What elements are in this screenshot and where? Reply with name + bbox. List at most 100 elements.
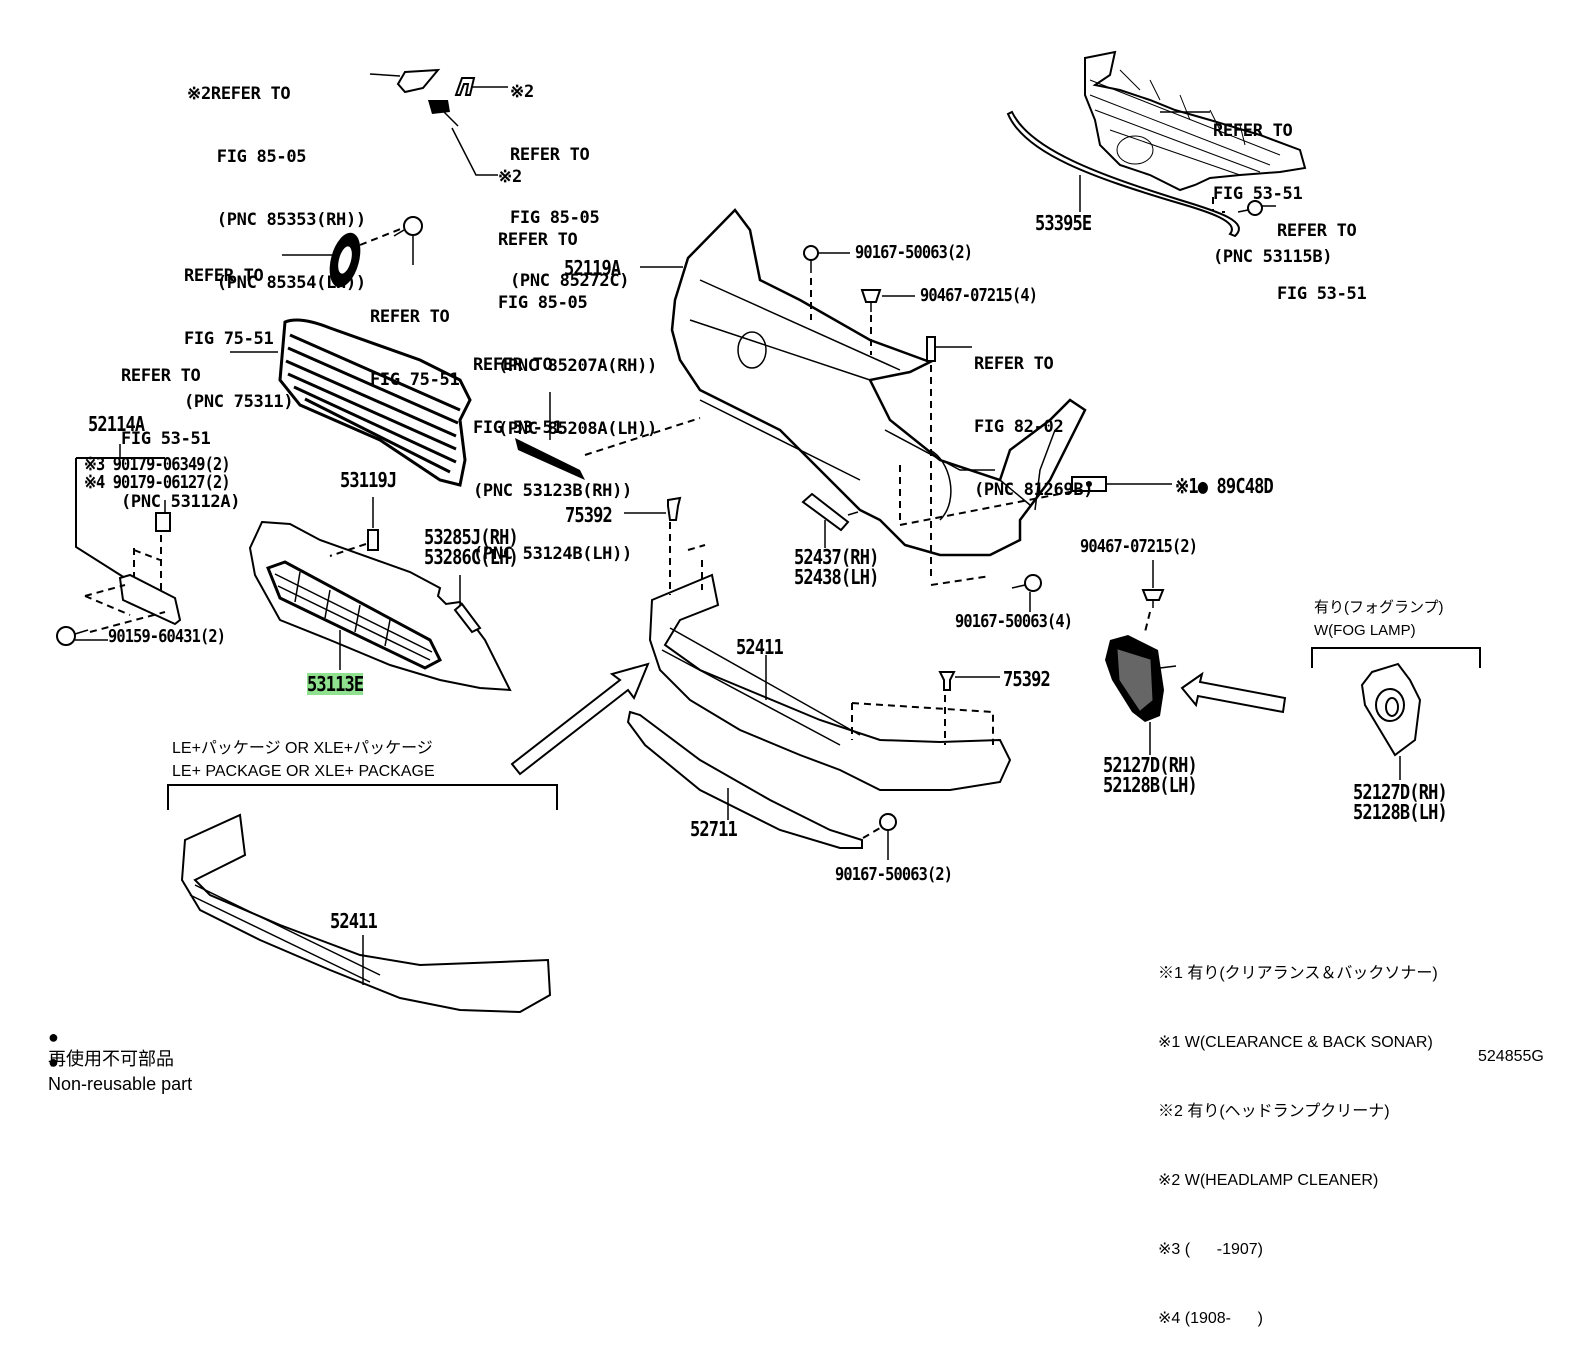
- grille-cover-piece-part[interactable]: [453, 602, 482, 634]
- ref-grille-molding: REFER TO FIG 53-51 (PNC 53123B(RH)) (PNC…: [473, 313, 632, 586]
- figure-id: 524855G: [1478, 1048, 1544, 1065]
- clip-75392-b-part[interactable]: [938, 671, 956, 691]
- bumper-cover-part[interactable]: [670, 208, 1087, 557]
- part-number-53113E-highlighted[interactable]: 53113E: [307, 672, 364, 696]
- radiator-grille-part[interactable]: [278, 318, 472, 487]
- screw-90159-part[interactable]: [56, 626, 89, 646]
- lower-spoiler-part[interactable]: [626, 710, 863, 849]
- headlamp-cleaner-bracket-part[interactable]: [454, 77, 476, 96]
- dashed-line: [930, 575, 991, 586]
- fog-cover-part[interactable]: [1105, 635, 1177, 722]
- ref-line: FIG 75-51: [184, 329, 274, 349]
- fog-lamp-label-jp: 有り(フォグランプ): [1314, 599, 1444, 616]
- lower-grille-cover-part[interactable]: [248, 520, 512, 692]
- bracket-line: [167, 784, 558, 810]
- ref-emblem-screw: REFER TO FIG 75-51: [370, 265, 460, 412]
- clip-90467-part[interactable]: [860, 289, 882, 312]
- ref-line: (PNC 85208A(LH)): [498, 419, 657, 439]
- arrow-pointer: [510, 662, 650, 776]
- part-number-52128B-a[interactable]: 52128B(LH): [1103, 773, 1198, 797]
- ref-line: REFER TO: [974, 354, 1054, 374]
- fog-lamp-cover-part[interactable]: [1360, 662, 1422, 757]
- part-number-52127D-a[interactable]: 52127D(RH): [1103, 753, 1198, 777]
- screw-90167-2b-part[interactable]: [879, 813, 897, 831]
- ref-headlamp-cleaner-cover: ※2REFER TO FIG 85-05 (PNC 85353(RH)) (PN…: [187, 42, 366, 315]
- lower-bumper-package-part[interactable]: [180, 813, 552, 1014]
- part-number-75392-b[interactable]: 75392: [1003, 667, 1051, 691]
- bracket-line: [1311, 647, 1481, 668]
- screw-90167-4-part[interactable]: [1011, 574, 1042, 592]
- ref-headlamp-cleaner-nozzle: ※2 REFER TO FIG 85-05 (PNC 85207A(RH)) (…: [498, 125, 657, 461]
- part-number-90167-50063-2b[interactable]: 90167-50063(2): [835, 864, 953, 885]
- part-number-52114A[interactable]: 52114A: [88, 412, 145, 436]
- part-number-90467-07215-4[interactable]: 90467-07215(4): [920, 285, 1038, 306]
- dashed-line: [84, 584, 126, 597]
- ref-line: FIG 53-51: [1277, 284, 1367, 304]
- part-number-90179-06349[interactable]: ※3 90179-06349(2): [84, 454, 231, 475]
- dashed-line: [851, 702, 994, 745]
- part-number-52119A[interactable]: 52119A: [564, 256, 621, 280]
- ref-reinforcement-bolt: REFER TO FIG 53-51: [1277, 179, 1367, 326]
- headlamp-cleaner-cover-part[interactable]: [396, 68, 441, 94]
- upper-molding-part[interactable]: [1006, 110, 1240, 238]
- ref-line: REFER TO: [510, 145, 590, 165]
- clip-nut-part[interactable]: [155, 512, 171, 532]
- lower-bumper-part[interactable]: [648, 573, 1012, 791]
- ref-line: FIG 85-05: [498, 293, 588, 313]
- part-number-52437[interactable]: 52437(RH): [794, 545, 879, 569]
- clip-75392-a-part[interactable]: [667, 496, 682, 521]
- dashed-line: [84, 595, 131, 616]
- bullet-icon: ●: [48, 1052, 59, 1072]
- ref-line: (PNC 85354(LH)): [187, 273, 366, 293]
- label-89C48D-part[interactable]: [1071, 476, 1107, 492]
- part-number-75392-a[interactable]: 75392: [565, 503, 613, 527]
- part-number-52127D-b[interactable]: 52127D(RH): [1353, 780, 1448, 804]
- fog-lamp-label-en: W(FOG LAMP): [1314, 622, 1416, 639]
- ref-line: (PNC 53115B): [1213, 247, 1333, 267]
- lower-grille-part[interactable]: [266, 560, 442, 670]
- bumper-extension-part[interactable]: [801, 492, 850, 532]
- dashed-line: [359, 227, 404, 246]
- dashed-line: [329, 543, 367, 557]
- screw-90167-part[interactable]: [803, 245, 819, 273]
- bracket-line: [75, 458, 126, 579]
- part-number-52411-package[interactable]: 52411: [330, 909, 378, 933]
- sensor-part[interactable]: [926, 336, 936, 362]
- ref-line: REFER TO: [121, 366, 201, 386]
- note-line: ※4 (1908- ): [1158, 1310, 1263, 1327]
- emblem-part[interactable]: [324, 229, 366, 290]
- part-number-90467-07215-2[interactable]: 90467-07215(2): [1080, 536, 1198, 557]
- part-number-52411[interactable]: 52411: [736, 635, 784, 659]
- part-number-89C48D[interactable]: ※1● 89C48D: [1175, 474, 1274, 498]
- legend-text-jp: 再使用不可部品: [48, 1049, 175, 1069]
- bumper-bracket-part[interactable]: [118, 573, 182, 626]
- part-number-90179-06127[interactable]: ※4 90179-06127(2): [84, 472, 231, 493]
- ref-line: FIG 53-51: [473, 418, 563, 438]
- part-number-52711[interactable]: 52711: [690, 817, 738, 841]
- headlamp-cleaner-nozzle-part[interactable]: [428, 100, 459, 127]
- ref-line: (PNC 53123B(RH)): [473, 481, 632, 501]
- part-number-53286C[interactable]: 53286C(LH): [424, 545, 519, 569]
- dashed-line: [687, 544, 706, 551]
- ref-line: FIG 53-51: [1213, 184, 1303, 204]
- leader-line: [369, 73, 401, 77]
- part-number-90167-50063-4[interactable]: 90167-50063(4): [955, 611, 1073, 632]
- bumper-reinforcement-part[interactable]: [1084, 50, 1307, 192]
- clip-90467-2-part[interactable]: [1141, 589, 1165, 608]
- grille-molding-part[interactable]: [515, 438, 585, 480]
- part-number-52128B-b[interactable]: 52128B(LH): [1353, 800, 1448, 824]
- part-number-53395E[interactable]: 53395E: [1035, 211, 1092, 235]
- part-number-90167-50063-2[interactable]: 90167-50063(2): [855, 242, 973, 263]
- ref-line: ※2: [510, 82, 534, 102]
- ref-line: (PNC 75311): [184, 392, 294, 412]
- emblem-screw-part[interactable]: [393, 216, 423, 237]
- legend-text-en: Non-reusable part: [48, 1074, 193, 1094]
- ref-emblem: REFER TO FIG 75-51 (PNC 75311): [184, 224, 294, 434]
- clip-53119J-part[interactable]: [367, 529, 379, 551]
- part-number-53285J[interactable]: 53285J(RH): [424, 525, 519, 549]
- part-number-90159-60431[interactable]: 90159-60431(2): [108, 626, 226, 647]
- part-number-52438[interactable]: 52438(LH): [794, 565, 879, 589]
- reinforcement-bolt-part[interactable]: [1237, 200, 1263, 216]
- part-number-53119J[interactable]: 53119J: [340, 468, 397, 492]
- ref-line: (PNC 85272C): [510, 271, 630, 291]
